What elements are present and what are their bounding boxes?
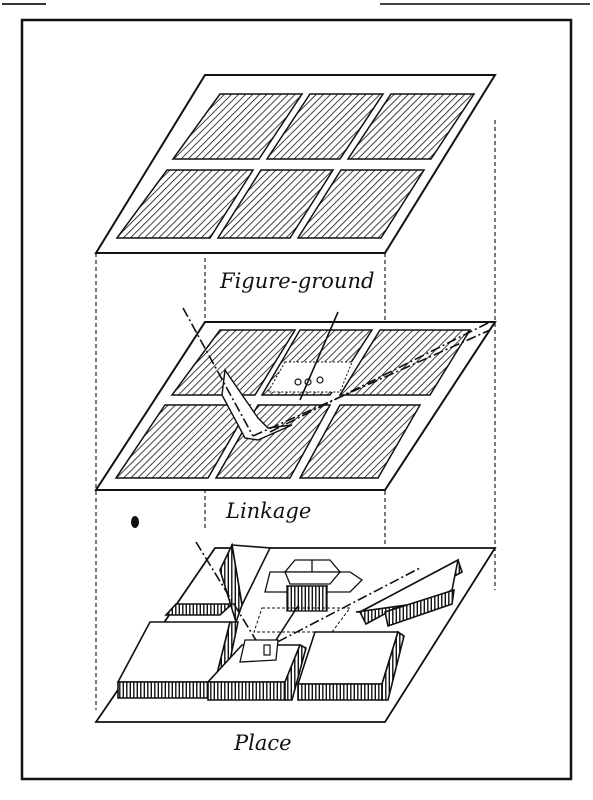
layer-linkage: Linkage: [94, 307, 497, 523]
building: [264, 559, 364, 612]
place-monument: [263, 644, 271, 656]
ink-blot: [131, 516, 139, 528]
label-place: Place: [233, 731, 292, 755]
linkage-node: [316, 376, 324, 384]
linkage-axes: [182, 307, 491, 437]
linkage-open-space: [221, 368, 293, 441]
linkage-node: [294, 378, 302, 386]
figure-frame: [20, 18, 573, 781]
place-blocks: [116, 542, 463, 701]
layer-place: Place: [94, 541, 497, 755]
label-figure-ground: Figure-ground: [219, 269, 374, 293]
figure-ground-blocks: [115, 93, 476, 239]
label-linkage: Linkage: [225, 499, 311, 523]
place-paths: [195, 541, 421, 651]
layer-figure-ground: Figure-ground: [94, 74, 497, 293]
place-plaza: [239, 639, 279, 663]
